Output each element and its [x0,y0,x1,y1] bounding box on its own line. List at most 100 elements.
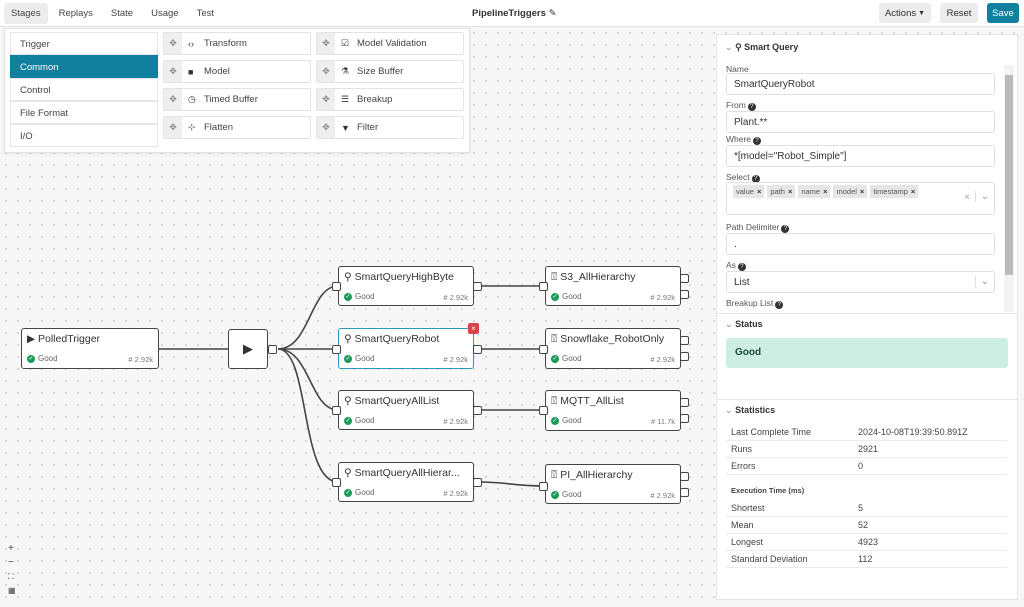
fit-view-button[interactable]: ⛶ [8,572,14,581]
minimap-button[interactable]: ▦ [8,586,16,595]
output-icon: ⍔ [551,395,558,407]
drag-handle-icon[interactable]: ✥ [317,89,335,110]
node-pi-allhierarchy[interactable]: ⍔ PI_AllHierarchy✓Good# 2.92k [545,464,681,504]
node-title: SmartQueryAllHierar... [354,467,460,479]
category-trigger[interactable]: Trigger [10,32,158,55]
actions-button[interactable]: Actions▼ [879,3,931,23]
tab-usage[interactable]: Usage [151,7,179,19]
node-snowflake-robotonly[interactable]: ⍔ Snowflake_RobotOnly✓Good# 2.92k [545,328,681,369]
tab-replays[interactable]: Replays [58,7,93,19]
drag-handle-icon[interactable]: ✥ [317,117,335,138]
node-pipeline-control[interactable]: ▶ [228,329,268,369]
from-input[interactable]: Plant.** [726,111,995,133]
drag-handle-icon[interactable]: ✥ [164,61,182,82]
help-icon[interactable]: ? [775,301,784,309]
output-port[interactable] [680,398,689,407]
edit-icon[interactable]: ✎ [548,8,557,19]
name-input[interactable]: SmartQueryRobot [726,73,995,95]
remove-icon[interactable]: × [859,187,865,196]
scrollbar-thumb[interactable] [1005,75,1013,275]
remove-icon[interactable]: × [787,187,793,196]
output-port[interactable] [473,345,482,354]
output-port[interactable] [680,488,689,497]
remove-icon[interactable]: × [756,187,762,196]
remove-icon[interactable]: × [910,187,916,196]
input-port[interactable] [539,482,548,491]
tab-stages[interactable]: Stages [4,2,48,24]
output-port[interactable] [680,274,689,283]
stage-timed-buffer[interactable]: ✥◷Timed Buffer [163,88,311,111]
help-icon[interactable]: ? [737,263,746,271]
clear-icon[interactable]: × [964,192,970,203]
drag-handle-icon[interactable]: ✥ [317,33,335,54]
from-label: From? [726,100,756,111]
save-button[interactable]: Save [987,3,1019,23]
stage-model-validation[interactable]: ✥☑Model Validation [316,32,464,55]
status-header[interactable]: ⌄ Status [725,319,763,330]
delete-node-icon[interactable]: × [468,323,479,334]
stat-key: Errors [731,461,756,471]
zoom-out-button[interactable]: − [8,557,14,568]
node-mqtt-alllist[interactable]: ⍔ MQTT_AllList✓Good# 11.7k [545,390,681,431]
where-input[interactable]: *[model="Robot_Simple"] [726,145,995,167]
output-port[interactable] [473,406,482,415]
output-port[interactable] [268,345,277,354]
output-port[interactable] [473,478,482,487]
stage-model[interactable]: ✥■Model [163,60,311,83]
chevron-down-icon[interactable]: ⌄ [974,191,989,202]
output-port[interactable] [473,282,482,291]
drag-handle-icon[interactable]: ✥ [317,61,335,82]
output-port[interactable] [680,290,689,299]
help-icon[interactable]: ? [781,225,790,233]
stage-size-buffer[interactable]: ✥⚗Size Buffer [316,60,464,83]
check-circle-icon: ✓ [27,354,35,363]
output-port[interactable] [680,472,689,481]
node-smartquery-highbyte[interactable]: ⚲ SmartQueryHighByte✓Good# 2.92k [338,266,474,306]
node-smartquery-robot[interactable]: ⚲ SmartQueryRobot✓Good# 2.92k× [338,323,479,369]
scrollbar[interactable] [1004,65,1014,312]
input-port[interactable] [332,282,341,291]
node-count: # 2.92k [128,355,153,364]
input-port[interactable] [539,345,548,354]
path-delimiter-input[interactable]: . [726,233,995,255]
input-port[interactable] [539,406,548,415]
output-port[interactable] [680,414,689,423]
input-port[interactable] [332,478,341,487]
node-title: PI_AllHierarchy [560,469,633,481]
help-icon[interactable]: ? [747,103,756,111]
output-port[interactable] [680,352,689,361]
stage-transform[interactable]: ✥‹›Transform [163,32,311,55]
output-port[interactable] [680,336,689,345]
reset-button[interactable]: Reset [940,3,978,23]
status-text: Good [562,416,582,425]
input-port[interactable] [539,282,548,291]
zoom-in-button[interactable]: + [8,543,14,554]
category-common[interactable]: Common [10,55,158,78]
node-s3-allhierarchy[interactable]: ⍔ S3_AllHierarchy✓Good# 2.92k [545,266,681,306]
select-multi-input[interactable]: value×path×name×model×timestamp× × ⌄ [726,182,995,215]
input-port[interactable] [332,345,341,354]
tab-state[interactable]: State [110,7,134,19]
help-icon[interactable]: ? [753,137,762,145]
smart-query-header[interactable]: ⌄ ⚲ Smart Query [725,42,798,53]
pipeline-title: PipelineTriggers ✎ [472,8,557,19]
input-port[interactable] [332,406,341,415]
drag-handle-icon[interactable]: ✥ [164,89,182,110]
remove-icon[interactable]: × [823,187,828,196]
stage-flatten[interactable]: ✥⊹Flatten [163,116,311,139]
category-io[interactable]: I/O [10,124,158,147]
node-smartquery-alllist[interactable]: ⚲ SmartQueryAllList✓Good# 2.92k [338,390,474,430]
node-smartquery-allhierarchy[interactable]: ⚲ SmartQueryAllHierar...✓Good# 2.92k [338,462,474,502]
category-file-format[interactable]: File Format [10,101,158,124]
category-control[interactable]: Control [10,78,158,101]
stage-breakup[interactable]: ✥☰Breakup [316,88,464,111]
drag-handle-icon[interactable]: ✥ [164,117,182,138]
tab-test[interactable]: Test [196,7,214,19]
drag-handle-icon[interactable]: ✥ [164,33,182,54]
stage-filter[interactable]: ✥▼Filter [316,116,464,139]
as-select[interactable]: List⌄ [726,271,995,293]
help-icon[interactable]: ? [751,175,760,183]
node-polled-trigger[interactable]: ▶ PolledTrigger✓Good# 2.92k [21,328,159,369]
statistics-header[interactable]: ⌄ Statistics [725,405,775,416]
pipeline-title-text: PipelineTriggers [472,8,546,19]
